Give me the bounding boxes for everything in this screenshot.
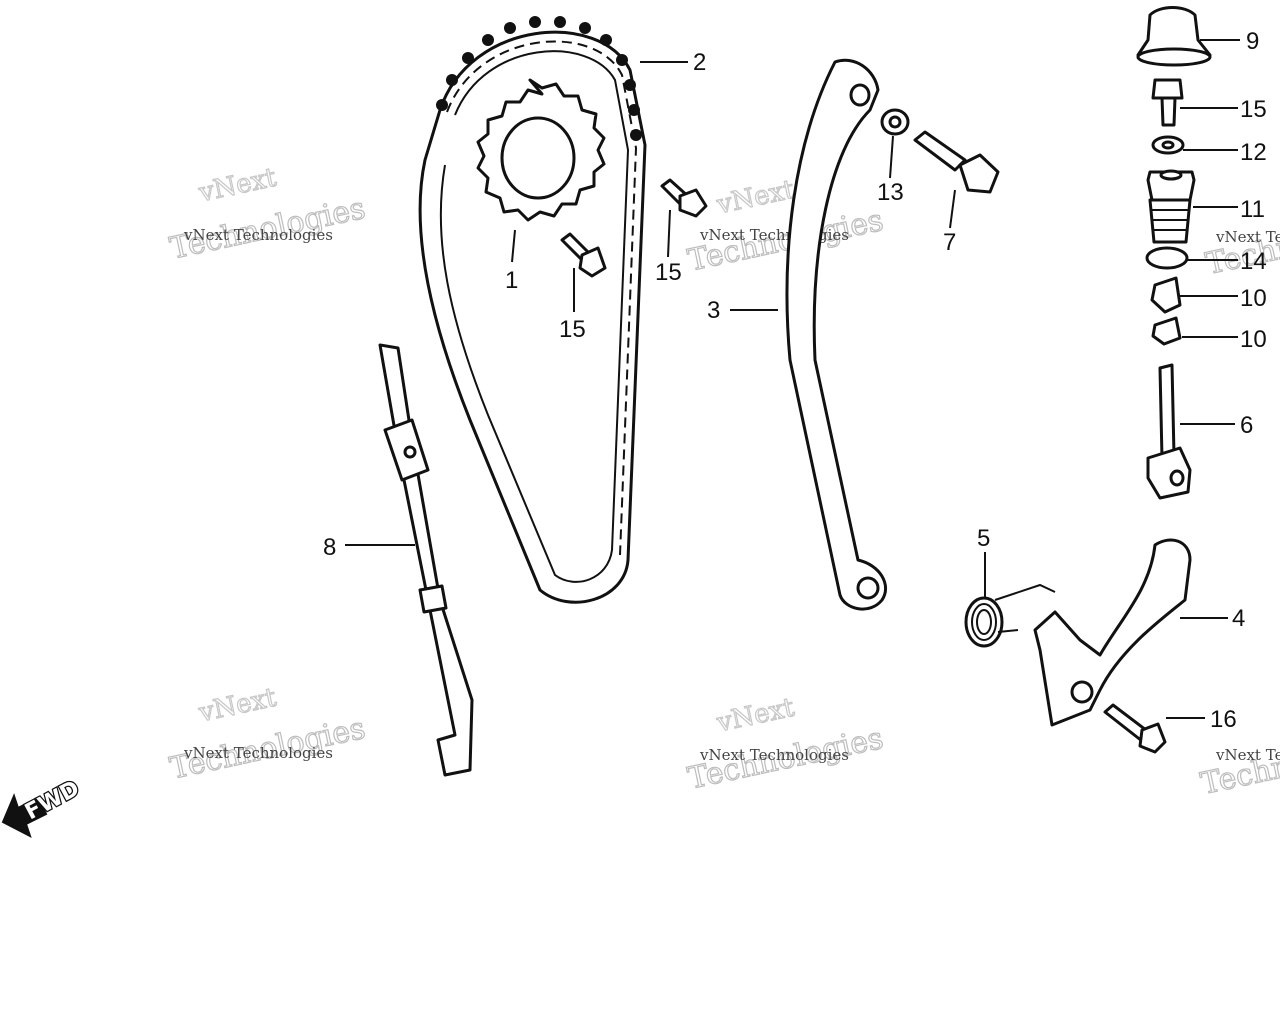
watermark-left-top: vNext Technologies (166, 162, 369, 267)
chain-links (436, 16, 642, 141)
callout-15-top: 15 (1240, 96, 1267, 123)
callout-8: 8 (323, 534, 336, 561)
cam-chain-dash-line (446, 40, 638, 556)
pivot-bolt-head (958, 153, 1000, 194)
callout-11: 11 (1240, 196, 1265, 223)
bolt-15-right (660, 178, 708, 218)
chain-guide-block (418, 584, 448, 614)
leader-lines (345, 39, 1240, 719)
callout-6: 6 (1240, 412, 1253, 439)
washer-13-hole (888, 115, 902, 129)
pivot-bolt-shaft (913, 130, 967, 172)
pivot-bolt-7 (913, 130, 1000, 194)
cam-chain-guide (378, 343, 474, 777)
callout-12: 12 (1240, 139, 1267, 166)
collar-10-upper (1150, 276, 1182, 314)
callout-4: 4 (1232, 605, 1245, 632)
watermark-brand-text: vNext Technologies (183, 226, 333, 244)
callout-3: 3 (707, 297, 720, 324)
callout-10-lower: 10 (1240, 326, 1267, 353)
slipper-top-hole (849, 83, 871, 107)
slipper-bottom-hole (856, 576, 880, 600)
sprocket-bore (500, 116, 576, 200)
watermark-mid-top: vNext Technologies (684, 174, 887, 279)
watermark-word-vnext: vNext (195, 163, 279, 209)
bolt-16 (1103, 703, 1167, 754)
callout-10-upper: 10 (1240, 285, 1267, 312)
watermark-brand-text: vNext Technologies (183, 744, 333, 762)
cam-sprocket (476, 78, 606, 222)
callout-7: 7 (943, 229, 956, 256)
bolt-15-center (560, 232, 607, 278)
callout-15-right: 15 (655, 259, 682, 286)
watermark-right-bottom: Technologies (1197, 726, 1280, 803)
fwd-arrow-icon (1, 793, 48, 839)
callout-1: 1 (505, 267, 518, 294)
tensioner-nut-11 (1146, 169, 1196, 244)
tensioner-arm-4 (1033, 538, 1192, 727)
callout-15-center: 15 (559, 316, 586, 343)
callout-labels: 1 2 3 4 5 6 7 8 9 10 10 11 12 13 14 15 1… (323, 28, 1267, 733)
watermark-word-vnext: vNext (713, 693, 797, 739)
cam-chain-inner-line (439, 50, 630, 583)
watermark-brand-text: vNext Technologies (699, 226, 849, 244)
slipper-body (785, 58, 888, 611)
washer-12-hole (1161, 140, 1175, 150)
watermark-brand-text: vNext Technologies (699, 746, 849, 764)
watermark-group: vNext Technologies vNext Technologies vN… (166, 162, 1280, 803)
callout-2: 2 (693, 49, 706, 76)
tensioner-rod-6 (1146, 363, 1192, 500)
watermark-brand-text: vNext Technologies (1215, 228, 1280, 246)
tensioner-cap-9 (1136, 6, 1212, 67)
callout-16: 16 (1210, 706, 1237, 733)
watermark-brand-text: vNext Technologies (1215, 746, 1280, 764)
callout-5: 5 (977, 525, 990, 552)
callout-14: 14 (1240, 248, 1267, 275)
watermark-word-technologies: Technologies (1198, 726, 1280, 802)
o-ring-14 (1145, 246, 1189, 270)
watermark-mid-bottom: vNext Technologies (684, 692, 887, 797)
chain-guide-pin (403, 445, 417, 459)
callout-13: 13 (877, 179, 904, 206)
watermark-word-vnext: vNext (713, 175, 797, 221)
chain-tensioner-slipper (785, 58, 888, 611)
forward-direction-arrow: FWD (1, 775, 85, 839)
bolt-15-top (1151, 78, 1184, 127)
fwd-label: FWD (21, 776, 84, 825)
callout-9: 9 (1246, 28, 1259, 55)
watermark-word-vnext: vNext (195, 683, 279, 729)
watermark-left-bottom: vNext Technologies (166, 682, 369, 787)
chain-guide-body (378, 343, 474, 777)
collar-10-lower (1151, 316, 1182, 346)
